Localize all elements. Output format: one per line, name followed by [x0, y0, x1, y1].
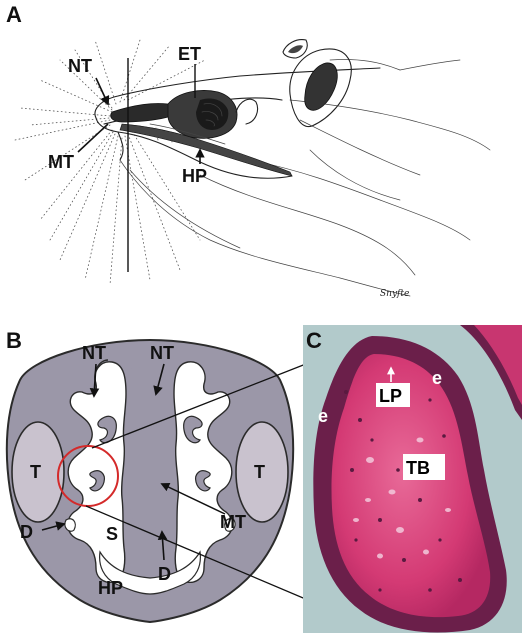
- label-b-hp: HP: [98, 578, 123, 598]
- leader-a-mt: [78, 124, 108, 152]
- head-outline: [95, 59, 490, 296]
- whisker-lines: [15, 40, 205, 285]
- label-c-lp: LP: [379, 386, 402, 406]
- label-b-d-right: D: [158, 564, 171, 584]
- label-b-mt: MT: [220, 512, 246, 532]
- ear-drawing: [283, 40, 351, 127]
- label-a-nt: NT: [68, 56, 92, 76]
- panel-b-letter: B: [6, 328, 22, 353]
- panel-c: LP e e TB: [303, 325, 522, 633]
- panel-b: B NT NT T T MT S D: [6, 328, 293, 622]
- label-a-hp: HP: [182, 166, 207, 186]
- label-c-e-left: e: [318, 406, 328, 426]
- artist-signature: Snyfte: [380, 289, 409, 299]
- label-b-nt-right: NT: [150, 343, 174, 363]
- panel-a-letter: A: [6, 2, 22, 27]
- label-b-t-right: T: [254, 462, 265, 482]
- label-c-e-top: e: [432, 368, 442, 388]
- panel-a: A: [6, 2, 490, 299]
- label-a-mt: MT: [48, 152, 74, 172]
- label-a-et: ET: [178, 44, 201, 64]
- label-b-nt-left: NT: [82, 343, 106, 363]
- label-b-s: S: [106, 524, 118, 544]
- arrow-a-nt: [96, 78, 108, 104]
- label-c-tb: TB: [406, 458, 430, 478]
- duct-left: [65, 519, 75, 532]
- panel-c-letter: C: [306, 328, 322, 353]
- label-b-t-left: T: [30, 462, 41, 482]
- label-b-d-left: D: [20, 522, 33, 542]
